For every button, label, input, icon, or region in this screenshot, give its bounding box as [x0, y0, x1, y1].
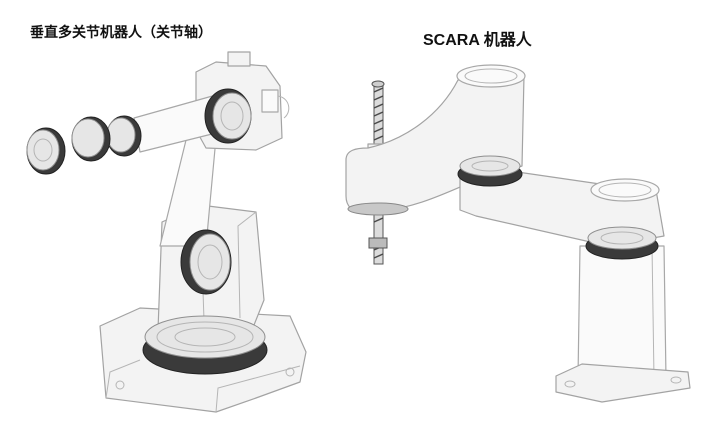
rod-top-cap: [371, 80, 385, 88]
column-edge: [651, 245, 655, 379]
scara-base-plate: [555, 363, 691, 403]
wrist-joint-face: [26, 129, 60, 171]
vertical-robot-title: 垂直多关节机器人（关节轴）: [30, 24, 212, 40]
arm-1-rod-bearing: [347, 202, 409, 216]
scara-robot-title: SCARA 机器人: [423, 30, 533, 49]
wrist-joint-inner: [33, 138, 53, 162]
arm-1-top-cap-inner: [464, 68, 518, 84]
base-bolt-hole: [670, 376, 682, 384]
arm-2-top-cap: [590, 178, 660, 202]
cable-connector: [261, 89, 279, 113]
motor-cap: [227, 51, 251, 67]
wrist-joint-face: [106, 117, 136, 153]
elbow-joint-inner: [220, 101, 244, 131]
scara-robot: [345, 64, 691, 403]
base-bolt-hole: [564, 380, 576, 388]
base-joint-inner: [156, 321, 254, 353]
lower-joint-face: [189, 233, 231, 291]
scara-joint-1-inner: [471, 160, 509, 172]
scara-joint-2-inner: [600, 231, 644, 245]
base-joint-face: [144, 315, 266, 359]
base-bolt-hole: [285, 367, 295, 377]
base-bolt-hole: [115, 380, 125, 390]
arm-2-top-cap-inner: [598, 182, 652, 198]
arm-1-top-cap: [456, 64, 526, 88]
wrist-joint-face: [71, 118, 105, 158]
rod-lower-nut: [368, 237, 388, 249]
connector-cable: [277, 95, 290, 119]
vertical-articulated-robot: [26, 51, 307, 413]
lower-joint-inner: [197, 244, 223, 280]
elbow-joint-face: [212, 92, 252, 140]
base-plate-edge: [105, 359, 301, 413]
base-joint-center: [174, 327, 236, 347]
scara-joint-1-face: [459, 155, 521, 177]
robot-upper-arm: [159, 131, 217, 247]
scara-joint-2-face: [587, 226, 657, 250]
